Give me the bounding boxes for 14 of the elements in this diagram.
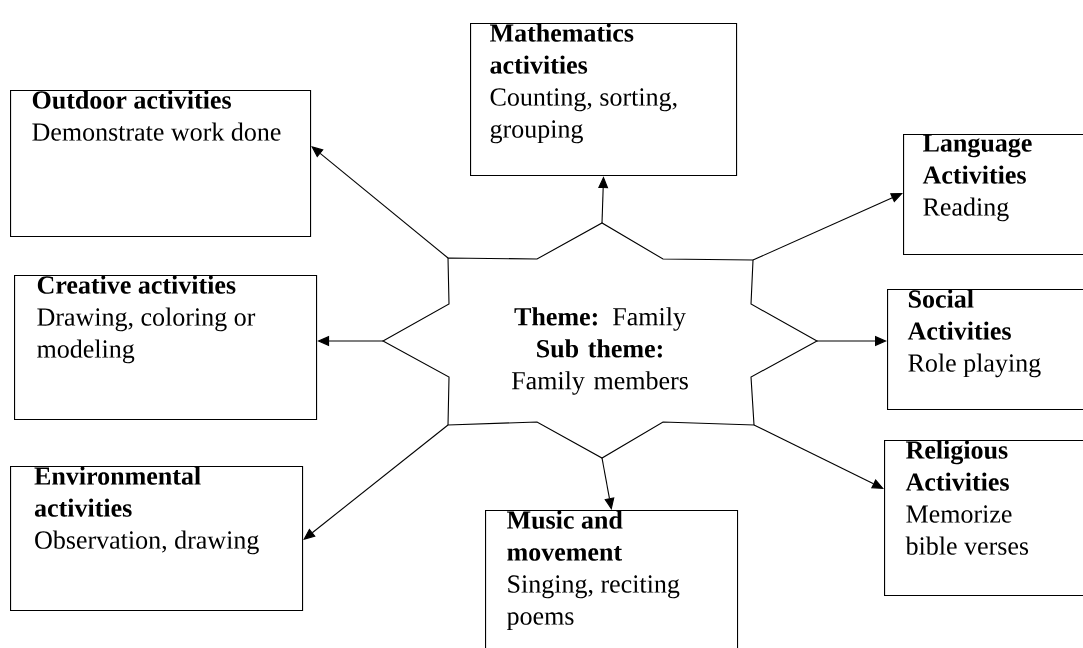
arrow [303, 424, 449, 540]
arrow [311, 146, 449, 259]
arrow [598, 176, 609, 224]
activity-box: Environmental activities Observation, drawing [10, 466, 304, 612]
activity-box: Religious Activities Memorize bible verses [884, 440, 1083, 597]
arrow [752, 193, 903, 261]
activity-box: Outdoor activities Demonstrate work done [10, 90, 312, 238]
activity-box: Music and movement Singing, reciting poems [485, 510, 739, 648]
arrow [601, 457, 615, 510]
activity-box: Language Activities Reading [903, 134, 1083, 256]
activity-box: Social Activities Role playing [887, 289, 1083, 411]
activity-box: Creative activities Drawing, coloring or modeling [14, 275, 318, 421]
activity-box: Mathematics activities Counting, sorting, grouping [470, 23, 738, 177]
arrow [753, 424, 884, 489]
